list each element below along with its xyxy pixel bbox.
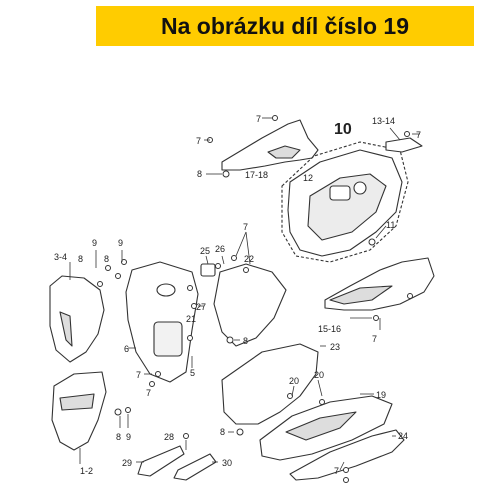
- label-5: 5: [190, 368, 195, 378]
- label-8: 8: [78, 254, 83, 264]
- label-7: 7: [196, 136, 201, 146]
- label-29: 29: [122, 458, 132, 468]
- label-9: 9: [92, 238, 97, 248]
- part-front-shield: [49, 275, 105, 363]
- part-floor-mat-30: [173, 453, 217, 481]
- label-20: 20: [314, 370, 324, 380]
- part-front-lower: [51, 371, 107, 451]
- label-28: 28: [164, 432, 174, 442]
- part-lid: [385, 137, 423, 153]
- label-7: 7: [243, 222, 248, 232]
- label-7: 7: [372, 334, 377, 344]
- label-30: 30: [222, 458, 232, 468]
- label-24: 24: [398, 431, 408, 441]
- label-20: 20: [289, 376, 299, 386]
- label-17-18: 17-18: [245, 170, 268, 180]
- label-25: 25: [200, 246, 210, 256]
- label-1-2: 1-2: [80, 466, 93, 476]
- label-11: 11: [386, 220, 395, 230]
- label-23: 23: [330, 342, 340, 352]
- screw: [222, 170, 230, 178]
- label-8: 8: [243, 336, 248, 346]
- label-7: 7: [416, 130, 421, 140]
- label-9: 9: [126, 432, 131, 442]
- part-number-banner: Na obrázku díl číslo 19: [96, 6, 474, 46]
- label-7: 7: [256, 114, 261, 124]
- label-7: 7: [136, 370, 141, 380]
- part-side-skirt: [289, 429, 405, 481]
- label-3-4: 3-4: [54, 252, 67, 262]
- label-8: 8: [116, 432, 121, 442]
- label-7: 7: [146, 388, 151, 398]
- label-8: 8: [220, 427, 225, 437]
- label-26: 26: [215, 244, 225, 254]
- label-13-14: 13-14: [372, 116, 395, 126]
- label-21: 21: [186, 314, 196, 324]
- part-floor-mat-29: [137, 445, 185, 477]
- group-10-outline: [281, 141, 409, 263]
- part-rear-cover: [221, 119, 319, 171]
- part-inner-cover-21: [213, 263, 287, 347]
- label-7: 7: [334, 466, 339, 476]
- label-15-16: 15-16: [318, 324, 341, 334]
- label-9: 9: [118, 238, 123, 248]
- label-8: 8: [197, 169, 202, 179]
- part-25: [200, 263, 216, 277]
- label-10: 10: [334, 121, 352, 138]
- label-22: 22: [244, 254, 254, 264]
- label-12: 12: [303, 173, 313, 183]
- part-floor-panel: [221, 343, 319, 425]
- label-6: 6: [124, 344, 129, 354]
- label-8: 8: [104, 254, 109, 264]
- label-27: 27: [196, 302, 206, 312]
- label-19: 19: [376, 390, 386, 400]
